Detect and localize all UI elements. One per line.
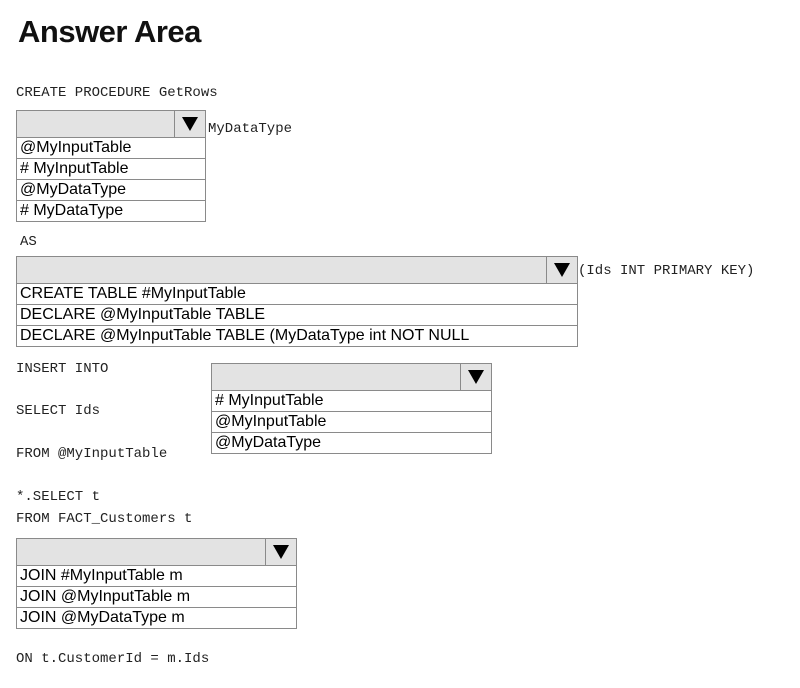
- code-on-clause: ON t.CustomerId = m.Ids: [16, 651, 210, 667]
- dropdown-option[interactable]: # MyInputTable: [212, 391, 491, 412]
- dropdown-table-declaration[interactable]: CREATE TABLE #MyInputTable DECLARE @MyIn…: [16, 256, 578, 347]
- triangle-down-icon: [554, 263, 570, 277]
- dropdown-option[interactable]: # MyInputTable: [17, 159, 205, 180]
- dropdown-option[interactable]: JOIN @MyDataType m: [20, 609, 185, 626]
- code-select-ids: SELECT Ids: [16, 403, 101, 419]
- page-title: Answer Area: [18, 14, 201, 49]
- dropdown-option[interactable]: @MyInputTable: [17, 138, 205, 159]
- dropdown-header[interactable]: [212, 364, 491, 391]
- code-parameter-type: MyDataType: [208, 121, 293, 137]
- code-select-t: *.SELECT t: [16, 489, 101, 505]
- dropdown-option[interactable]: # MyDataType: [20, 202, 124, 219]
- code-column-definition: (Ids INT PRIMARY KEY): [578, 263, 755, 279]
- dropdown-option[interactable]: CREATE TABLE #MyInputTable: [17, 284, 577, 305]
- dropdown-toggle[interactable]: [174, 111, 205, 137]
- dropdown-option[interactable]: DECLARE @MyInputTable TABLE: [17, 305, 577, 326]
- code-as: AS: [20, 234, 37, 250]
- dropdown-insert-target[interactable]: # MyInputTable @MyInputTable @MyDataType: [211, 363, 492, 454]
- dropdown-join-clause[interactable]: JOIN #MyInputTable m JOIN @MyInputTable …: [16, 538, 297, 629]
- dropdown-header[interactable]: [17, 111, 205, 138]
- dropdown-header[interactable]: [17, 539, 296, 566]
- code-from-fact-customers: FROM FACT_Customers t: [16, 511, 193, 527]
- triangle-down-icon: [468, 370, 484, 384]
- code-create-procedure: CREATE PROCEDURE GetRows: [16, 85, 218, 101]
- code-insert-into: INSERT INTO: [16, 361, 109, 377]
- triangle-down-icon: [182, 117, 198, 131]
- code-from-input-table: FROM @MyInputTable: [16, 446, 168, 462]
- dropdown-option[interactable]: JOIN @MyInputTable m: [17, 587, 296, 608]
- dropdown-option[interactable]: DECLARE @MyInputTable TABLE (MyDataType …: [20, 327, 470, 344]
- dropdown-toggle[interactable]: [546, 257, 577, 283]
- triangle-down-icon: [273, 545, 289, 559]
- dropdown-toggle[interactable]: [265, 539, 296, 565]
- dropdown-option[interactable]: @MyDataType: [17, 180, 205, 201]
- dropdown-option[interactable]: @MyDataType: [215, 434, 322, 451]
- dropdown-header[interactable]: [17, 257, 577, 284]
- dropdown-option[interactable]: @MyInputTable: [212, 412, 491, 433]
- dropdown-option[interactable]: JOIN #MyInputTable m: [17, 566, 296, 587]
- dropdown-toggle[interactable]: [460, 364, 491, 390]
- dropdown-parameter-name[interactable]: @MyInputTable # MyInputTable @MyDataType…: [16, 110, 206, 222]
